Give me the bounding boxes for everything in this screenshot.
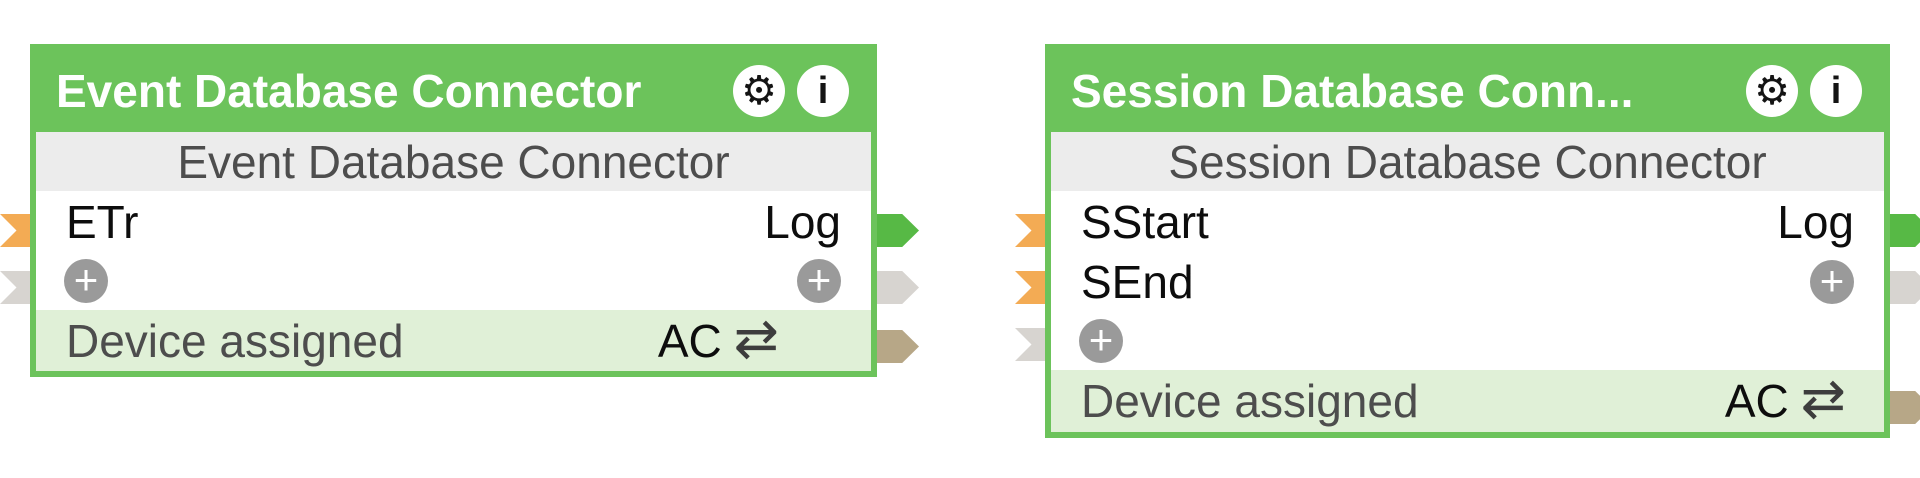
node2-port-row-1: SStart Log bbox=[1051, 191, 1884, 252]
input-port-add[interactable] bbox=[0, 271, 30, 304]
node1-footer: Device assigned AC ⇄ bbox=[36, 310, 871, 371]
input-port-sstart[interactable] bbox=[1015, 214, 1045, 247]
output-port-add[interactable] bbox=[877, 271, 919, 304]
info-button[interactable]: i bbox=[797, 65, 849, 117]
node2-add-row: + bbox=[1051, 312, 1884, 370]
node2-title: Session Database Conn... bbox=[1071, 65, 1634, 117]
plus-icon: + bbox=[1088, 315, 1114, 363]
node1-port-row-1: ETr Log bbox=[36, 191, 871, 252]
ac-mode-label: AC bbox=[657, 314, 722, 367]
settings-button[interactable]: ⚙ bbox=[1746, 65, 1798, 117]
swap-arrows-icon[interactable]: ⇄ bbox=[1800, 369, 1846, 429]
output-port-log[interactable] bbox=[877, 214, 919, 247]
output-label-log: Log bbox=[1777, 195, 1854, 248]
node2-header: Session Database Conn... ⚙ i bbox=[1051, 50, 1884, 132]
output-port-ac[interactable] bbox=[1890, 391, 1920, 424]
ac-mode-label: AC bbox=[1724, 375, 1789, 427]
input-label-etr: ETr bbox=[66, 195, 139, 248]
info-icon: i bbox=[1830, 70, 1842, 112]
node1-title: Event Database Connector bbox=[56, 65, 642, 117]
plus-icon: + bbox=[1819, 256, 1845, 304]
node1-subtitle: Event Database Connector bbox=[36, 132, 871, 191]
settings-button[interactable]: ⚙ bbox=[733, 65, 785, 117]
add-output-button[interactable]: + bbox=[797, 255, 841, 303]
add-output-button[interactable]: + bbox=[1810, 256, 1854, 304]
info-icon: i bbox=[817, 70, 829, 112]
node2-port-row-2: SEnd + bbox=[1051, 252, 1884, 312]
input-port-send[interactable] bbox=[1015, 271, 1045, 304]
node1-header: Event Database Connector ⚙ i bbox=[36, 50, 871, 132]
gear-icon: ⚙ bbox=[741, 69, 777, 113]
device-status-text: Device assigned bbox=[1081, 375, 1419, 427]
swap-arrows-icon[interactable]: ⇄ bbox=[733, 308, 779, 369]
input-port-etr[interactable] bbox=[0, 214, 30, 247]
input-port-add[interactable] bbox=[1015, 328, 1045, 361]
node-event-database-connector[interactable]: Event Database Connector ⚙ i Event Datab… bbox=[0, 44, 919, 377]
input-label-send: SEnd bbox=[1081, 256, 1194, 308]
output-port-log[interactable] bbox=[1890, 214, 1920, 247]
output-port-ac[interactable] bbox=[877, 330, 919, 363]
node1-add-row: + + bbox=[36, 252, 871, 310]
device-status-text: Device assigned bbox=[66, 314, 404, 367]
plus-icon: + bbox=[806, 255, 832, 303]
node2-footer: Device assigned AC ⇄ bbox=[1051, 370, 1884, 432]
add-input-button[interactable]: + bbox=[64, 255, 108, 303]
gear-icon: ⚙ bbox=[1754, 69, 1790, 113]
output-label-log: Log bbox=[764, 195, 841, 248]
output-port-add[interactable] bbox=[1890, 271, 1920, 304]
info-button[interactable]: i bbox=[1810, 65, 1862, 117]
add-input-button[interactable]: + bbox=[1079, 315, 1123, 363]
node-session-database-connector[interactable]: Session Database Conn... ⚙ i Session Dat… bbox=[1015, 44, 1920, 438]
input-label-sstart: SStart bbox=[1081, 195, 1209, 248]
plus-icon: + bbox=[73, 255, 99, 303]
node2-subtitle: Session Database Connector bbox=[1051, 132, 1884, 191]
